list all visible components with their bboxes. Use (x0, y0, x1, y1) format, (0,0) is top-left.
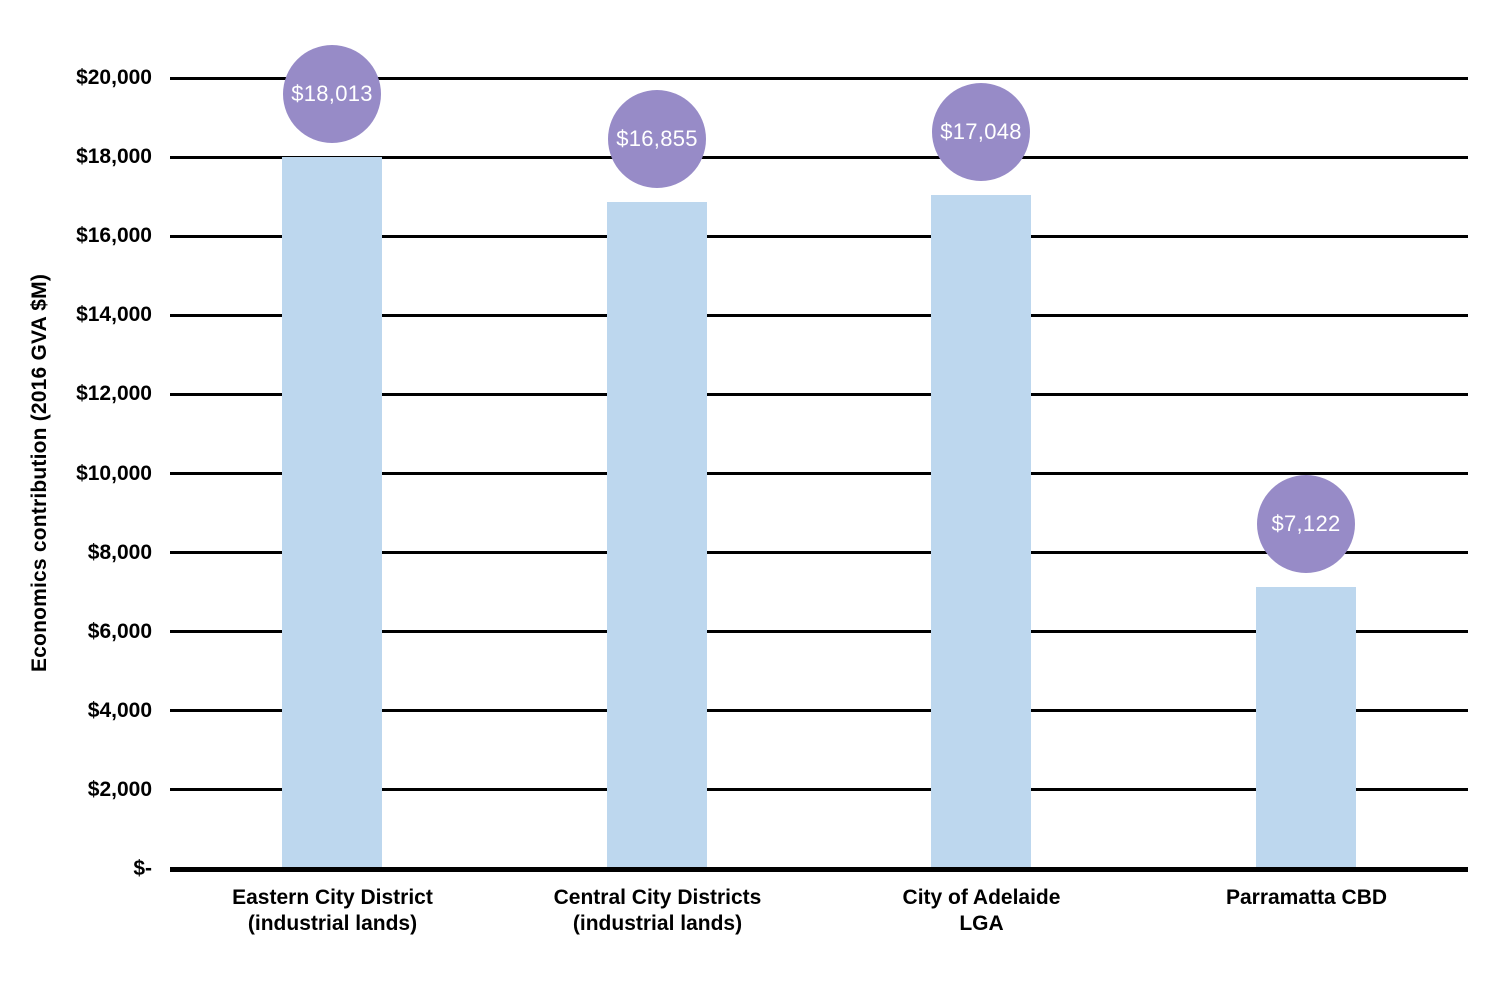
value-bubble-label: $7,122 (1271, 511, 1341, 536)
x-category-label-line: Central City Districts (553, 886, 762, 909)
y-axis-tick-label: $2,000 (87, 778, 152, 801)
x-category-label-line: City of Adelaide (902, 886, 1061, 909)
y-axis-tick-label: $8,000 (87, 541, 152, 564)
y-axis-tick-label: $18,000 (76, 145, 152, 168)
x-category-label: Parramatta CBD (1144, 885, 1469, 911)
gridline (170, 788, 1468, 791)
value-bubble-label: $16,855 (616, 126, 698, 151)
gridline (170, 472, 1468, 475)
x-category-label: Eastern City District (industrial lands) (170, 885, 495, 937)
x-category-label-line: LGA (959, 912, 1004, 935)
gridline (170, 630, 1468, 633)
value-bubble: $18,013 (283, 45, 381, 143)
x-category-label-line: (industrial lands) (572, 912, 743, 935)
value-bubble: $7,122 (1257, 475, 1355, 573)
y-axis-tick-label: $16,000 (76, 224, 152, 247)
value-bubble-label: $18,013 (291, 81, 373, 106)
bar (282, 157, 382, 869)
gridline (170, 235, 1468, 238)
x-category-label-line: Eastern City District (232, 886, 433, 909)
gridline (170, 156, 1468, 159)
gridline (170, 551, 1468, 554)
y-axis-tick-label: $6,000 (87, 620, 152, 643)
x-axis-line (170, 867, 1468, 872)
gridline (170, 77, 1468, 80)
x-category-label-line: Parramatta CBD (1225, 886, 1388, 909)
bar (607, 202, 707, 869)
y-axis-tick-label: $12,000 (76, 382, 152, 405)
y-axis-tick-label: $4,000 (87, 699, 152, 722)
gridline (170, 314, 1468, 317)
bar (931, 195, 1031, 869)
y-axis-tick-label: $10,000 (76, 462, 152, 485)
y-axis-tick-label: $14,000 (76, 303, 152, 326)
gridline (170, 393, 1468, 396)
value-bubble: $16,855 (608, 90, 706, 188)
y-axis-tick-label: $20,000 (76, 66, 152, 89)
y-axis-tick-label: $- (133, 857, 152, 880)
value-bubble: $17,048 (932, 83, 1030, 181)
x-category-label: Central City Districts (industrial lands) (495, 885, 820, 937)
bar (1256, 587, 1356, 869)
gridline (170, 709, 1468, 712)
value-bubble-label: $17,048 (940, 119, 1022, 144)
x-category-label-line: (industrial lands) (247, 912, 418, 935)
